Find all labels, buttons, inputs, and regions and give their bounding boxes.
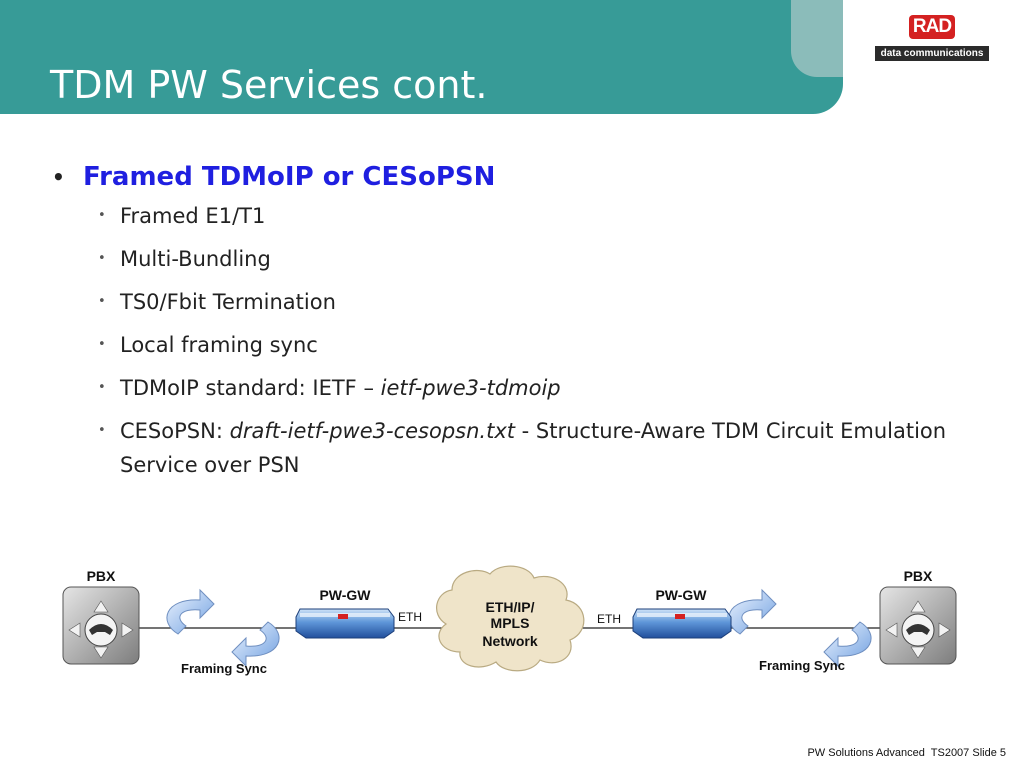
sync-arrows-left — [166, 588, 280, 668]
sub-bullet: • TS0/Fbit Termination — [52, 285, 982, 319]
bullet-dot: • — [98, 208, 106, 223]
sync-left-label: Framing Sync — [181, 661, 267, 676]
header-banner — [0, 0, 843, 114]
gateway-left — [295, 608, 395, 639]
gateway-left-label: PW-GW — [319, 587, 371, 603]
pbx-right-label: PBX — [904, 568, 933, 584]
main-bullet: • Framed TDMoIP or CESoPSN — [52, 155, 982, 199]
rad-logo-subtitle: data communications — [875, 46, 989, 61]
network-cloud — [436, 565, 585, 672]
sub-bullet-italic: ietf-pwe3-tdmoip — [380, 376, 561, 400]
sub-bullet-text: TS0/Fbit Termination — [120, 290, 336, 314]
sub-bullet: • Local framing sync — [52, 328, 982, 362]
bullet-dot: • — [98, 337, 106, 352]
cloud-label-line3: Network — [482, 633, 537, 649]
gateway-right — [632, 608, 732, 639]
phone-icon — [906, 624, 930, 635]
phone-icon — [89, 624, 113, 635]
bullet-dot: • — [98, 380, 106, 395]
sub-bullet-text: Local framing sync — [120, 333, 318, 357]
rad-logo: RAD — [909, 15, 955, 39]
main-bullet-text: Framed TDMoIP or CESoPSN — [83, 162, 496, 192]
sub-bullet-suffix: - Structure-Aware TDM Circuit Emulation … — [120, 419, 947, 477]
bullet-dot: • — [52, 165, 65, 189]
bullet-dot: • — [98, 294, 106, 309]
sync-right-label: Framing Sync — [759, 658, 845, 673]
pbx-left-label: PBX — [87, 568, 116, 584]
sync-arrows-right — [728, 588, 872, 668]
sub-bullet-italic: draft-ietf-pwe3-cesopsn.txt — [229, 419, 515, 443]
slide-footer: PW Solutions Advanced TS2007 Slide 5 — [807, 747, 1006, 759]
sub-bullet-text: Framed E1/T1 — [120, 204, 266, 228]
sub-bullet-prefix: CESoPSN: — [120, 419, 230, 443]
sub-bullet: • Framed E1/T1 — [52, 199, 982, 233]
cloud-label-line2: MPLS — [491, 615, 530, 631]
pbx-left — [62, 586, 140, 665]
sub-bullet: • Multi-Bundling — [52, 242, 982, 276]
bullet-dot: • — [98, 251, 106, 266]
bullet-list: • Framed TDMoIP or CESoPSN • Framed E1/T… — [52, 155, 982, 482]
sub-bullet: • CESoPSN: draft-ietf-pwe3-cesopsn.txt -… — [52, 414, 982, 482]
sub-bullet-text: Multi-Bundling — [120, 247, 271, 271]
cloud-label-line1: ETH/IP/ — [485, 599, 534, 615]
sub-bullet-text: TDMoIP standard: IETF – — [120, 376, 381, 400]
gateway-right-label: PW-GW — [655, 587, 707, 603]
bullet-dot: • — [98, 423, 106, 438]
network-diagram: PBX PBX Framing Sync Framing Sync PW-GW … — [62, 565, 957, 676]
sub-bullet: • TDMoIP standard: IETF – ietf-pwe3-tdmo… — [52, 371, 982, 405]
eth-left-label: ETH — [398, 610, 422, 624]
pbx-right — [879, 586, 957, 665]
slide-title: TDM PW Services cont. — [50, 63, 488, 107]
eth-right-label: ETH — [597, 612, 621, 626]
